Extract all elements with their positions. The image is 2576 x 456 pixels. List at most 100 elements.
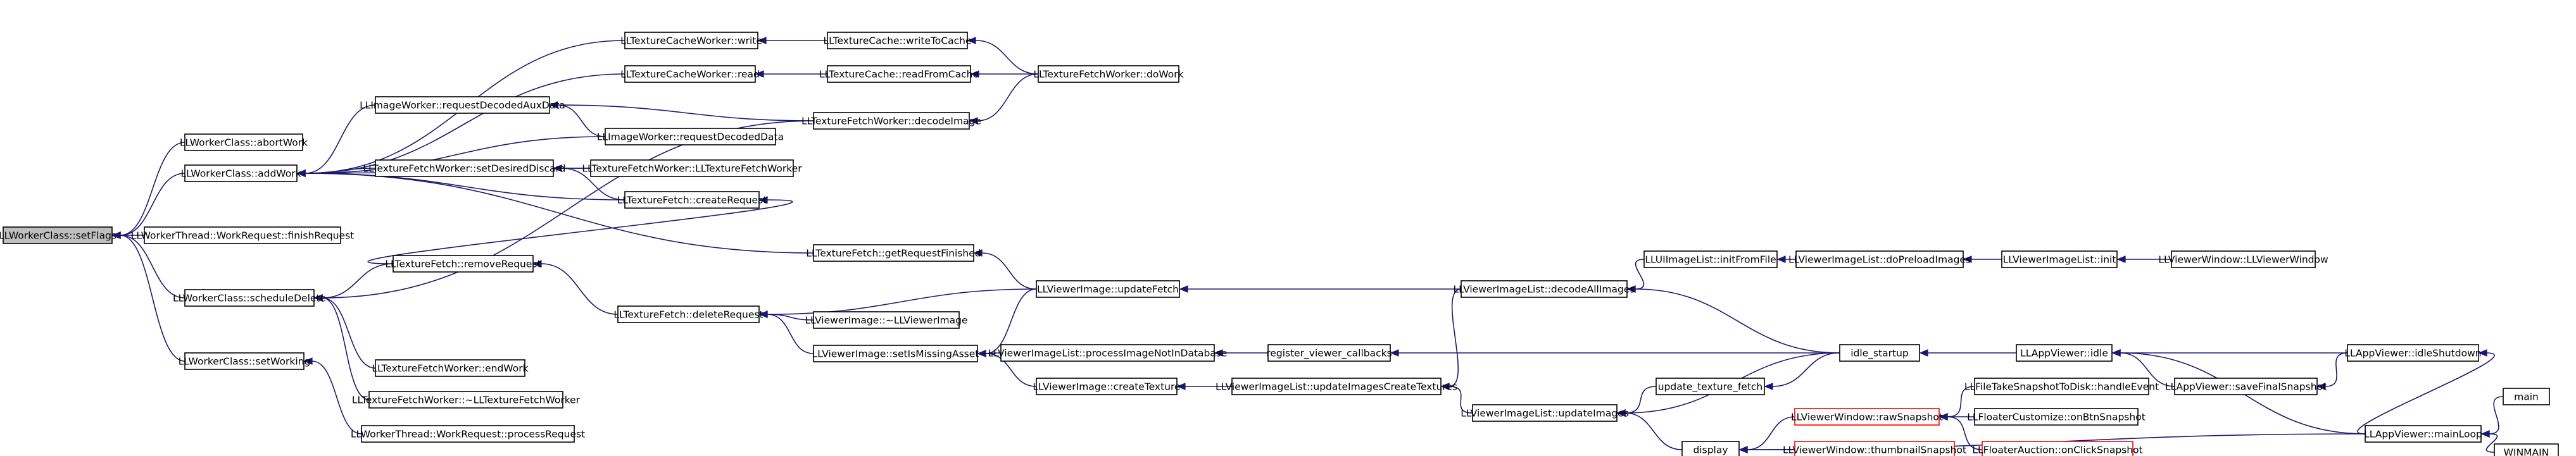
- node-box: [144, 226, 341, 244]
- function-node-tcWriteToCache[interactable]: LLTextureCache::writeToCache: [823, 32, 972, 49]
- function-node-vilInit[interactable]: LLViewerImageList::init: [2001, 250, 2118, 268]
- node-box: [184, 164, 298, 182]
- node-label: LLImageWorker::requestDecodedData: [597, 132, 784, 143]
- function-node-tfDeleteReq[interactable]: LLTextureFetch::deleteRequest: [613, 305, 763, 323]
- function-node-vilUpdateImages[interactable]: LLViewerImageList::updateImages: [1461, 404, 1629, 422]
- node-label: LLViewerImage::createTexture: [1033, 381, 1180, 393]
- call-edge: [967, 37, 1039, 75]
- function-node-viUpdateFetch[interactable]: LLViewerImage::updateFetch: [1036, 280, 1180, 298]
- call-edge: [969, 73, 1039, 125]
- call-edge: [1179, 285, 1461, 293]
- node-box: [2016, 344, 2113, 362]
- function-node-floaterAuction[interactable]: LLFloaterAuction::onClickSnapshot: [1972, 441, 2143, 456]
- call-edge: [111, 231, 185, 362]
- function-node-tcReadFromCache[interactable]: LLTextureCache::readFromCache: [819, 65, 979, 83]
- node-label: LLWorkerClass::abortWork: [180, 137, 308, 149]
- node-box: [1839, 344, 1920, 362]
- node-label: WINMAIN: [2504, 447, 2549, 456]
- node-label: LLFloaterCustomize::onBtnSnapshot: [1967, 412, 2146, 423]
- function-node-tfRemoveReq[interactable]: LLTextureFetch::removeRequest: [385, 255, 541, 273]
- node-label: LLAppViewer::idleShutdown: [2344, 348, 2481, 359]
- function-node-tfwDoWork[interactable]: LLTextureFetchWorker::doWork: [1033, 65, 1184, 83]
- call-edge: [2480, 430, 2498, 453]
- function-node-appSaveFinal[interactable]: LLAppViewer::saveFinalSnapshot: [2165, 378, 2327, 395]
- function-node-iwReqAux[interactable]: LLImageWorker::requestDecodedAuxData: [360, 96, 565, 114]
- node-box: [1795, 250, 1964, 268]
- call-edge: [2357, 349, 2495, 434]
- node-box: [624, 191, 760, 209]
- function-node-tfwDecode[interactable]: LLTextureFetchWorker::decodeImage: [801, 112, 981, 130]
- node-label: LLViewerImageList::updateImages: [1461, 408, 1629, 419]
- function-node-abortWork[interactable]: LLWorkerClass::abortWork: [180, 133, 308, 151]
- function-node-tfwEndWork[interactable]: LLTextureFetchWorker::endWork: [372, 359, 529, 377]
- node-box: [2001, 250, 2118, 268]
- node-label: LLTextureFetch::removeRequest: [385, 259, 541, 270]
- node-label: LLTextureFetchWorker::endWork: [372, 363, 528, 374]
- node-label: LLTextureCache::writeToCache: [823, 35, 971, 47]
- function-node-tfCreateReq[interactable]: LLTextureFetch::createRequest: [617, 191, 767, 209]
- call-edge: [755, 70, 827, 78]
- function-node-winmain[interactable]: WINMAIN: [2494, 443, 2559, 456]
- call-edge: [1776, 256, 1796, 263]
- node-box: [2494, 443, 2559, 456]
- function-node-viSetsMissing[interactable]: LLViewerImage::setIsMissingAsset: [812, 345, 979, 362]
- function-node-tfwDtor[interactable]: LLTextureFetchWorker::~LLTextureFetchWor…: [352, 391, 581, 409]
- function-node-finishRequest[interactable]: LLWorkerThread::WorkRequest::finishReque…: [131, 226, 355, 244]
- node-box: [1794, 441, 1955, 456]
- function-node-tfGetReqFin[interactable]: LLTextureFetch::getRequestFinished: [806, 244, 981, 262]
- node-box: [1036, 280, 1180, 298]
- function-node-display[interactable]: display: [1681, 441, 1740, 456]
- function-node-registerCallbacks[interactable]: register_viewer_callbacks: [1266, 344, 1392, 362]
- function-node-tfwSetDesired[interactable]: LLTextureFetchWorker::setDesiredDiscard: [363, 159, 566, 177]
- function-node-tcwWrite[interactable]: LLTextureCacheWorker::write: [620, 32, 762, 49]
- function-node-main[interactable]: main: [2503, 388, 2550, 405]
- node-label: display: [1693, 445, 1728, 456]
- node-label: LLWorkerClass::scheduleDelete: [173, 293, 326, 304]
- function-node-appIdle[interactable]: LLAppViewer::idle: [2016, 344, 2113, 362]
- function-node-scheduleDelete[interactable]: LLWorkerClass::scheduleDelete: [173, 289, 326, 307]
- node-label: LLViewerImageList::updateImagesCreateTex…: [1216, 381, 1457, 393]
- node-label: LLTextureFetchWorker::setDesiredDiscard: [363, 163, 566, 175]
- node-label: LLFileTakeSnapshotToDisk::handleEvent: [1964, 381, 2159, 393]
- node-label: LLTextureCacheWorker::write: [620, 35, 762, 47]
- node-box: [813, 112, 970, 130]
- function-node-vwCtor[interactable]: LLViewerWindow::LLViewerWindow: [2158, 250, 2328, 268]
- node-label: LLViewerWindow::LLViewerWindow: [2158, 254, 2328, 266]
- function-node-setFlags[interactable]: LLWorkerClass::setFlags: [0, 226, 116, 244]
- node-box: [1472, 404, 1618, 422]
- node-box: [624, 32, 758, 49]
- function-node-wrProcess[interactable]: LLWorkerThread::WorkRequest::processRequ…: [351, 425, 585, 443]
- function-node-uiilInitFromFile[interactable]: LLUIImageList::initFromFile: [1643, 250, 1778, 268]
- function-node-floaterCustomize[interactable]: LLFloaterCustomize::onBtnSnapshot: [1967, 408, 2146, 426]
- function-node-tcwRead[interactable]: LLTextureCacheWorker::read: [620, 65, 760, 83]
- function-node-setWorking[interactable]: LLWorkerClass::setWorking: [179, 352, 311, 370]
- function-node-iwReqDec[interactable]: LLImageWorker::requestDecodedData: [597, 128, 784, 145]
- function-node-vwThumbSnapshot[interactable]: LLViewerWindow::thumbnailSnapshot: [1783, 441, 1966, 456]
- function-node-fileTakeSnapshot[interactable]: LLFileTakeSnapshotToDisk::handleEvent: [1964, 378, 2159, 395]
- node-label: LLUIImageList::initFromFile: [1645, 254, 1776, 266]
- node-box: [3, 226, 113, 244]
- function-node-appMainLoop[interactable]: LLAppViewer::mainLoop: [2364, 425, 2482, 443]
- function-node-vilDecodeAll[interactable]: LLViewerImageList::decodeAllImages: [1454, 280, 1635, 298]
- call-edge: [111, 142, 185, 239]
- function-node-viCreateTexture[interactable]: LLViewerImage::createTexture: [1033, 378, 1181, 395]
- function-node-idleStartup[interactable]: idle_startup: [1839, 344, 1920, 362]
- node-label: LLAppViewer::mainLoop: [2364, 429, 2482, 440]
- function-node-vilUpdateCreate[interactable]: LLViewerImageList::updateImagesCreateTex…: [1216, 378, 1457, 395]
- node-label: update_texture_fetch: [1658, 381, 1763, 393]
- function-node-updateTextureFetch[interactable]: update_texture_fetch: [1656, 378, 1765, 395]
- function-node-vwRawSnapshot[interactable]: LLViewerWindow::rawSnapshot: [1791, 408, 1943, 426]
- call-edge: [1390, 349, 1840, 357]
- call-edge: [1626, 285, 1840, 354]
- call-edge: [758, 311, 814, 354]
- node-box: [590, 159, 794, 177]
- function-node-tfwCtor[interactable]: LLTextureFetchWorker::LLTextureFetchWork…: [582, 159, 802, 177]
- function-node-addWork[interactable]: LLWorkerClass::addWork: [180, 164, 301, 182]
- node-label: LLTextureFetchWorker::doWork: [1033, 69, 1183, 80]
- function-node-appIdleShutdown[interactable]: LLAppViewer::idleShutdown: [2344, 344, 2482, 362]
- function-node-vilProcessNotIn[interactable]: LLViewerImageList::processImageNotInData…: [988, 344, 1228, 362]
- call-edge: [1963, 256, 2002, 263]
- call-edge: [296, 169, 814, 254]
- function-node-vilDoPreload[interactable]: LLViewerImageList::doPreloadImages: [1788, 250, 1971, 268]
- function-node-viDtor[interactable]: LLViewerImage::~LLViewerImage: [805, 311, 968, 329]
